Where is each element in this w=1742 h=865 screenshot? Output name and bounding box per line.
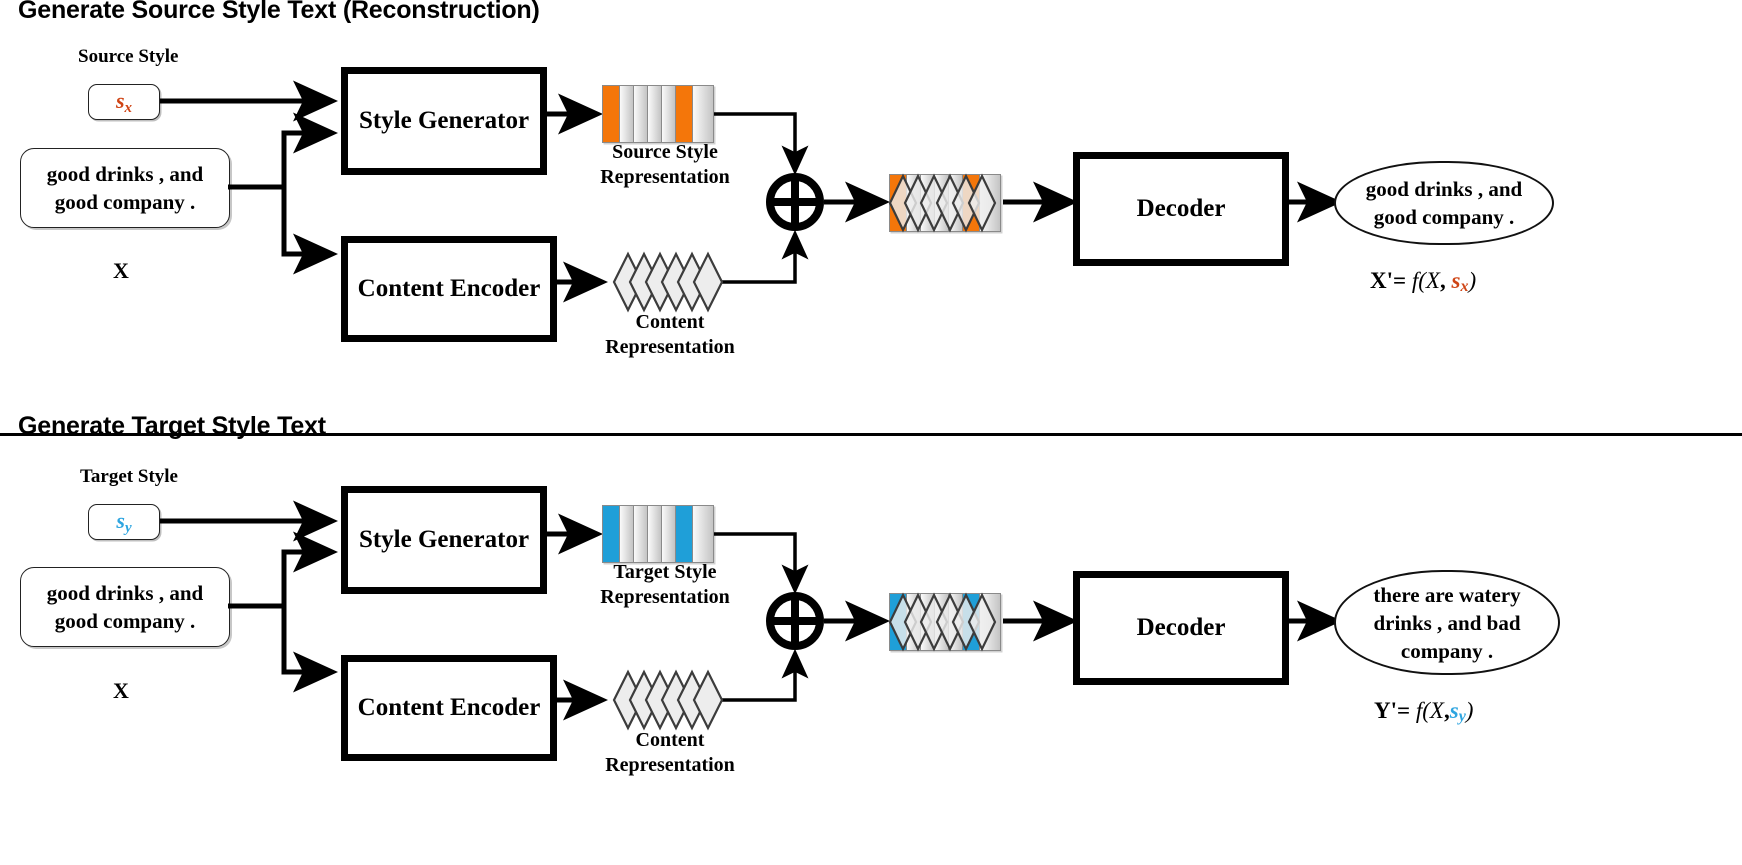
panel-title-source: Generate Source Style Text (Reconstructi… [18,0,540,24]
module-content-encoder-source[interactable]: Content Encoder [341,236,557,342]
target-style-representation [602,505,714,563]
target-input-name: X [113,678,129,703]
source-style-symbol: sx [115,87,133,116]
module-style-generator-source[interactable]: Style Generator [341,67,547,175]
target-combined-representation [888,592,1001,652]
panel-title-target: Generate Target Style Text [18,412,326,440]
source-output-formula: X'= f(X, sx) [1370,268,1477,295]
source-input-name: X [113,258,129,283]
panel-target-style: Generate Target Style Text Target Style … [0,412,1742,865]
source-content-representation [612,251,724,313]
target-output-formula: Y'= f(X,sy) [1374,698,1474,725]
source-style-token[interactable]: sx [88,84,160,120]
module-content-encoder-target[interactable]: Content Encoder [341,655,557,761]
target-style-label: Target Style [80,466,178,487]
source-style-representation [602,85,714,143]
panel-divider [0,433,1742,436]
source-style-label: Source Style [78,46,179,67]
target-style-token[interactable]: sy [88,504,160,540]
source-connector-arrows [160,80,1342,303]
module-style-generator-target[interactable]: Style Generator [341,486,547,594]
panel-source-style: Generate Source Style Text (Reconstructi… [18,0,1554,358]
module-decoder-target[interactable]: Decoder [1073,571,1289,685]
module-decoder-source[interactable]: Decoder [1073,152,1289,266]
target-content-representation [612,669,724,731]
target-style-symbol: sy [116,507,132,536]
source-combined-representation [888,173,1001,233]
